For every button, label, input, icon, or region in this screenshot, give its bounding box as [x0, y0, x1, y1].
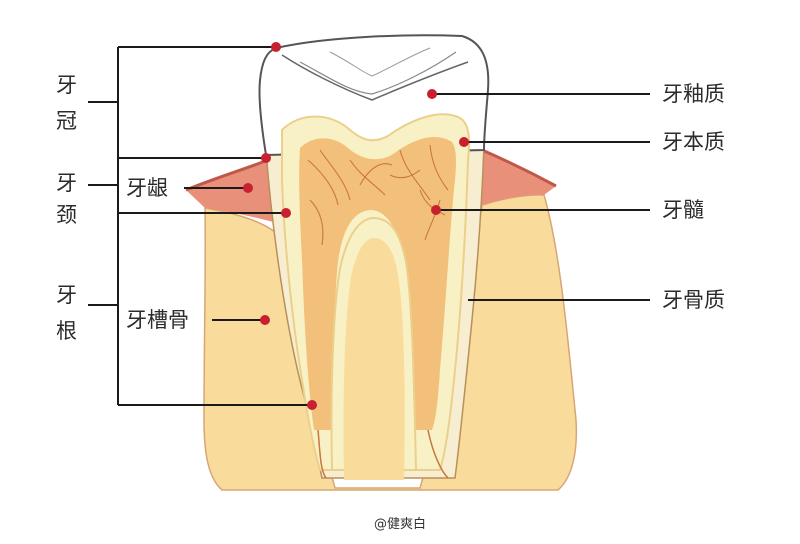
gum-tissue — [482, 150, 556, 205]
credit-text: @健爽白 — [374, 516, 426, 532]
gum-edge — [481, 148, 557, 188]
neck-label-char: 牙 — [56, 171, 77, 195]
marker-dot — [260, 315, 270, 325]
gum-tissue — [186, 160, 285, 225]
gum-edge — [185, 158, 269, 192]
pulp-label: 牙髓 — [662, 198, 704, 222]
root-nerve — [317, 429, 327, 479]
neck-label-char: 颈 — [56, 203, 77, 227]
marker-dot — [281, 208, 291, 218]
marker-dot — [261, 153, 271, 163]
left-brackets — [88, 46, 312, 406]
marker-dot — [431, 205, 441, 215]
pulp-chamber — [299, 137, 456, 431]
marker-dot — [307, 400, 317, 410]
marker-dot — [243, 183, 253, 193]
interradicular-bone — [343, 238, 405, 480]
alveolar-bone — [203, 194, 578, 491]
root-label-char: 根 — [56, 319, 77, 343]
root-label-char: 牙 — [56, 283, 77, 307]
root-nerve — [427, 429, 449, 479]
gum-label: 牙龈 — [126, 176, 168, 200]
enamel-crease — [299, 51, 457, 95]
enamel-crease — [329, 47, 431, 77]
crown-label-char: 冠 — [56, 109, 77, 133]
enamel-label: 牙釉质 — [662, 82, 725, 106]
marker-dot — [271, 42, 281, 52]
crown-label-char: 牙 — [56, 73, 77, 97]
marker-dot — [459, 137, 469, 147]
enamel-crease — [281, 54, 469, 101]
marker-dot — [427, 89, 437, 99]
alveolar-bone-label: 牙槽骨 — [126, 308, 189, 332]
pulp-vessels — [307, 144, 449, 246]
cementum-label: 牙骨质 — [662, 288, 725, 312]
dentin-label: 牙本质 — [662, 130, 725, 154]
